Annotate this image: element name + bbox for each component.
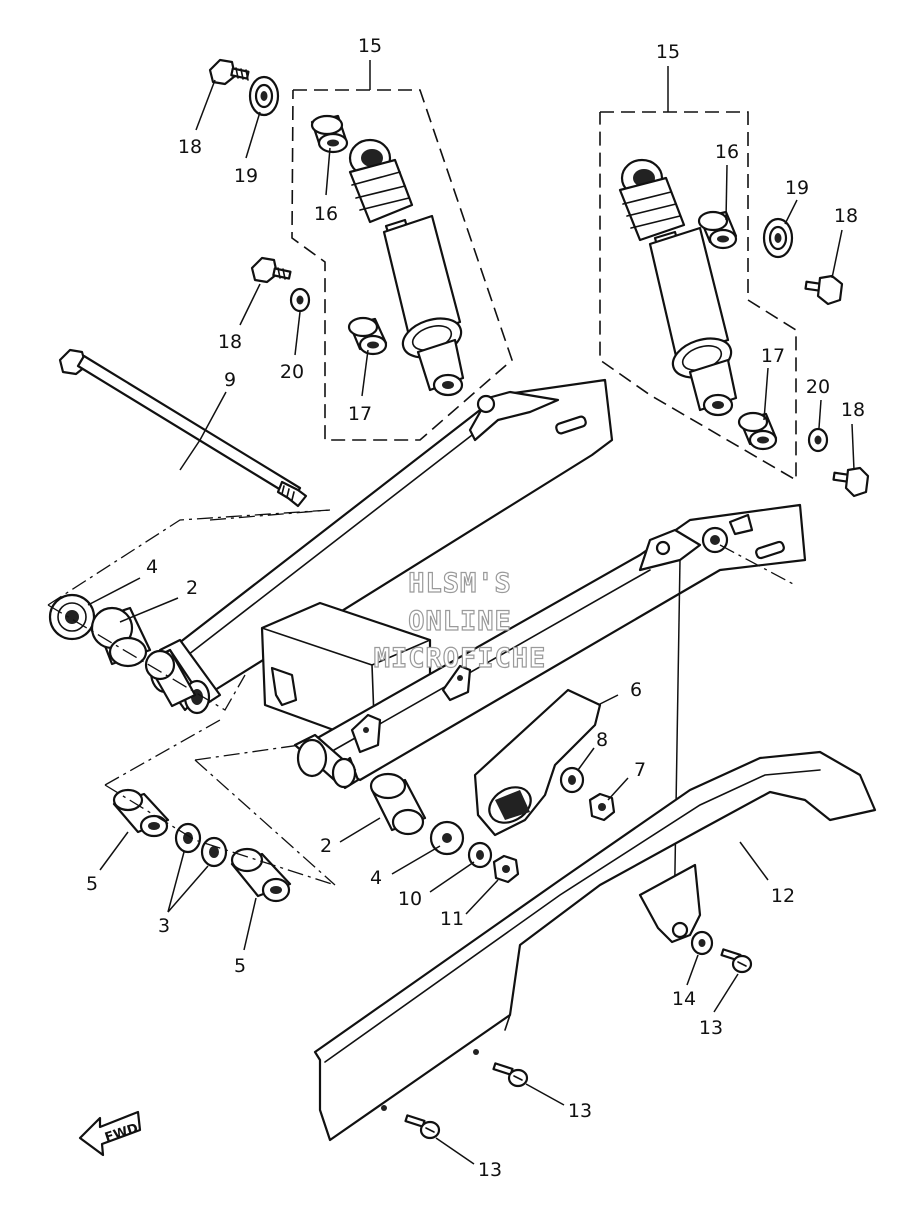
callout-18-right-upper: 18 (834, 205, 858, 227)
callout-numbers: 15 15 16 16 17 17 18 19 18 20 19 18 20 1… (86, 35, 865, 1181)
watermark-line3: MICROFICHE (374, 643, 547, 674)
callout-12: 12 (771, 885, 795, 907)
pivot-washer (467, 841, 493, 869)
chain-puller (473, 688, 602, 837)
left-shock-group (291, 89, 513, 441)
callout-3: 3 (158, 915, 170, 937)
callout-13-right: 13 (699, 1017, 723, 1039)
chain-puller-nut (588, 792, 616, 822)
callout-17-right: 17 (761, 345, 785, 367)
chain-case-screw-bottom (404, 1114, 441, 1140)
callout-18-mid-left: 18 (218, 331, 242, 353)
callout-2-upper: 2 (186, 577, 198, 599)
callout-13-bottom: 13 (478, 1159, 502, 1181)
callout-17-left: 17 (348, 403, 372, 425)
callout-5-right: 5 (234, 955, 246, 977)
callout-4-upper: 4 (146, 556, 158, 578)
chain-puller-washer (559, 766, 585, 794)
left-lower-bolt (250, 256, 292, 284)
right-upper-washer (762, 217, 794, 259)
callout-15-left: 15 (358, 35, 382, 57)
left-lower-bushing (347, 316, 388, 356)
right-lower-washer (807, 427, 829, 453)
left-upper-washer (248, 75, 280, 117)
fwd-arrow: FWD (78, 1110, 142, 1157)
callout-18-right-lower: 18 (841, 399, 865, 421)
chain-case-screw-right (720, 948, 753, 974)
left-lower-washer (289, 287, 311, 313)
callout-20-right: 20 (806, 376, 830, 398)
callout-18-top-left: 18 (178, 136, 202, 158)
callout-9: 9 (224, 369, 236, 391)
upper-thrust-cover (48, 593, 96, 641)
callout-5-left: 5 (86, 873, 98, 895)
lower-right-bushing (230, 847, 292, 903)
right-shock-group (599, 111, 797, 482)
callout-20-left: 20 (280, 361, 304, 383)
lower-left-bushing (112, 788, 170, 838)
callout-6: 6 (630, 679, 642, 701)
right-upper-bushing (697, 210, 738, 250)
right-lower-bushing (737, 411, 778, 451)
callout-11: 11 (440, 908, 464, 930)
lower-washers (174, 822, 228, 868)
callout-13-mid: 13 (568, 1100, 592, 1122)
callout-14: 14 (672, 988, 696, 1010)
left-upper-bolt (208, 58, 250, 86)
callout-15-right: 15 (656, 41, 680, 63)
right-rear-shock-absorber (618, 158, 738, 417)
chain-case (313, 750, 877, 1142)
right-upper-bolt (804, 274, 844, 306)
pivot-nut (492, 854, 520, 884)
rear-arm (148, 378, 807, 931)
callout-19-left: 19 (234, 165, 258, 187)
right-lower-bolt (832, 466, 870, 498)
left-rear-shock-absorber (348, 138, 465, 397)
left-upper-bushing (310, 114, 349, 154)
callout-10: 10 (398, 888, 422, 910)
callout-16-right: 16 (715, 141, 739, 163)
callout-4-lower: 4 (370, 867, 382, 889)
callout-2-lower: 2 (320, 835, 332, 857)
watermark-line1: HLSM'S (408, 568, 512, 599)
pivot-shaft (58, 348, 331, 521)
watermark: HLSM'S ONLINE MICROFICHE (373, 567, 547, 674)
chain-case-washer (690, 930, 714, 956)
leader-lines (87, 60, 855, 1165)
callout-7: 7 (634, 759, 646, 781)
chain-case-screw-mid (492, 1062, 529, 1088)
callout-8: 8 (596, 729, 608, 751)
callout-19-right: 19 (785, 177, 809, 199)
lower-collar (369, 772, 427, 836)
upper-bushing (144, 648, 197, 708)
watermark-line2: ONLINE (408, 606, 512, 637)
callout-16-left: 16 (314, 203, 338, 225)
